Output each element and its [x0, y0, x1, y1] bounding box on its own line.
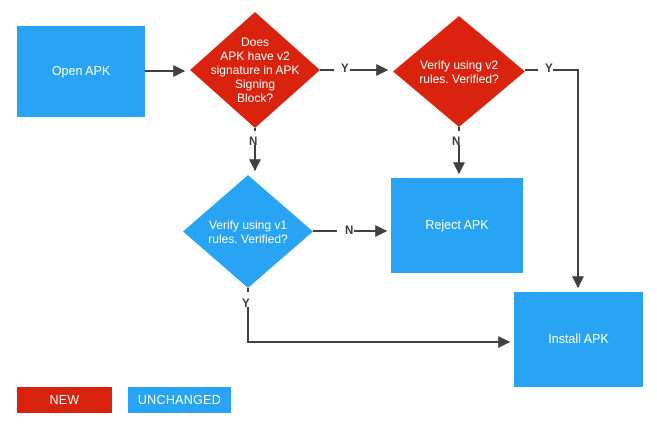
- node-shape-verify-v1: [183, 175, 313, 288]
- node-shape-verify-v2: [393, 16, 525, 127]
- edge-label-verifyv2-yes: Y: [545, 63, 553, 75]
- edge-label-verifyv2-no: N: [452, 136, 461, 148]
- edge-verifyv1-yes: [247, 288, 509, 342]
- edge-label-v2check-yes: Y: [341, 63, 349, 75]
- node-shape-install-apk: [514, 292, 643, 387]
- node-shape-has-v2-signature: [190, 12, 320, 128]
- edge-label-verifyv1-yes: Y: [242, 298, 250, 310]
- node-shape-open-apk: [17, 26, 145, 117]
- edge-label-v2check-no: N: [249, 136, 258, 148]
- legend-item-unchanged: UNCHANGED: [128, 387, 231, 413]
- node-shape-reject-apk: [391, 178, 523, 273]
- edge-label-verifyv1-no: N: [345, 225, 354, 237]
- legend-item-new: NEW: [17, 387, 112, 413]
- edge-verifyv2-yes: [525, 69, 578, 287]
